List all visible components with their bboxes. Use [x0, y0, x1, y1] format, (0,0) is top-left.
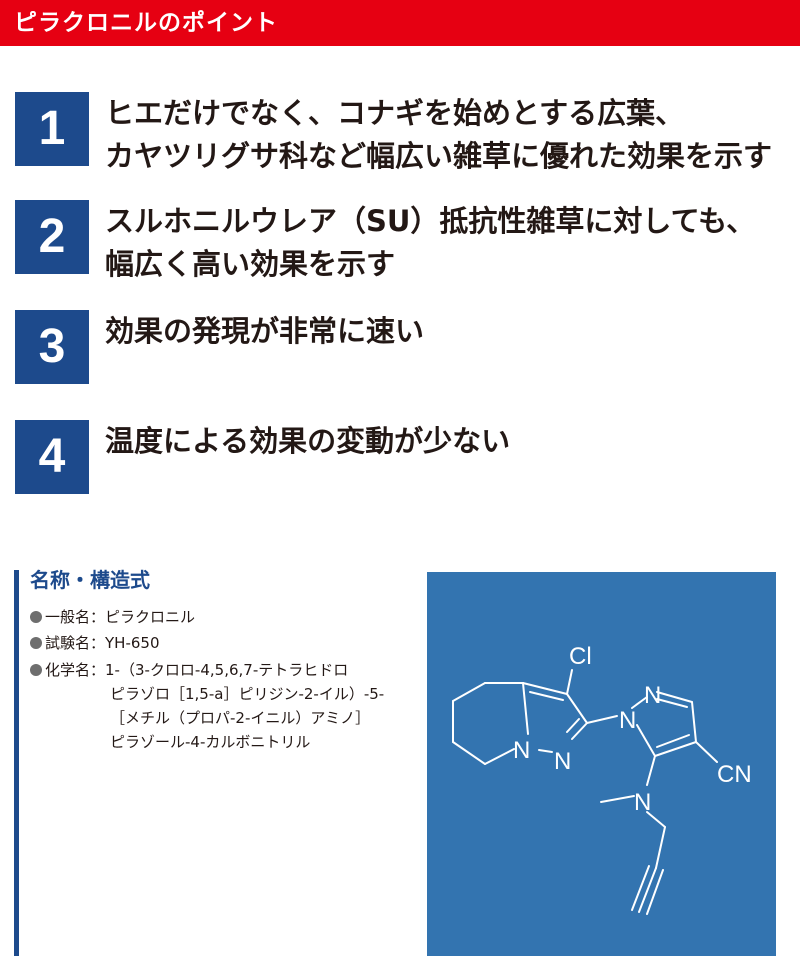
- atom-label-nitrogen: N: [619, 707, 636, 734]
- point-text: スルホニルウレア（SU）抵抗性雑草に対しても、 幅広く高い効果を示す: [105, 200, 795, 286]
- bullet-icon: [30, 611, 42, 623]
- chemical-name-line: ピラゾロ［1,5-a］ピリジン-2-イル）-5-: [110, 685, 385, 703]
- test-name-label: 試験名：: [45, 634, 106, 652]
- chemical-name-line: ピラゾール-4-カルボニトリル: [110, 733, 311, 751]
- point-number: 2: [15, 200, 89, 274]
- chemical-name-line: 1-（3-クロロ-4,5,6,7-テトラヒドロ: [105, 661, 349, 679]
- point-line: ヒエだけでなく、コナギを始めとする広葉、: [105, 96, 685, 130]
- chemical-name-row: 化学名：1-（3-クロロ-4,5,6,7-テトラヒドロ: [30, 659, 348, 681]
- atom-label-nitrogen: N: [634, 789, 651, 816]
- common-name-value: ピラクロニル: [105, 608, 196, 626]
- atom-label-chlorine: Cl: [569, 643, 592, 670]
- point-line: カヤツリグサ科など幅広い雑草に優れた効果を示す: [105, 139, 773, 173]
- bullet-icon: [30, 664, 42, 676]
- atom-label-nitrogen: N: [554, 748, 571, 775]
- section-title: 名称・構造式: [30, 568, 150, 592]
- atom-label-cyano: CN: [717, 761, 752, 788]
- bullet-icon: [30, 637, 42, 649]
- test-name-value: YH-650: [105, 634, 160, 652]
- point-line: スルホニルウレア（SU）抵抗性雑草に対しても、: [105, 204, 756, 238]
- test-name-row: 試験名：YH-650: [30, 632, 160, 654]
- structure-panel: Cl N N N N N CN: [427, 572, 776, 956]
- point-text: 温度による効果の変動が少ない: [105, 420, 795, 463]
- point-number: 3: [15, 310, 89, 384]
- point-line: 温度による効果の変動が少ない: [105, 424, 511, 458]
- point-text: 効果の発現が非常に速い: [105, 310, 795, 353]
- chemical-name-line: ［メチル（プロパ-2-イニル）アミノ］: [110, 709, 371, 727]
- section-rule: [14, 570, 19, 956]
- page-title: ピラクロニルのポイント: [14, 10, 278, 36]
- atom-label-nitrogen: N: [644, 682, 661, 709]
- point-number: 1: [15, 92, 89, 166]
- structural-formula: Cl N N N N N CN: [452, 643, 752, 915]
- point-number: 4: [15, 420, 89, 494]
- atom-label-nitrogen: N: [513, 737, 530, 764]
- chemical-name-label: 化学名：: [45, 661, 106, 679]
- common-name-row: 一般名：ピラクロニル: [30, 606, 195, 628]
- point-line: 幅広く高い効果を示す: [105, 247, 396, 281]
- common-name-label: 一般名：: [45, 608, 106, 626]
- point-line: 効果の発現が非常に速い: [105, 314, 425, 348]
- header-bar: ピラクロニルのポイント: [0, 0, 800, 46]
- point-text: ヒエだけでなく、コナギを始めとする広葉、 カヤツリグサ科など幅広い雑草に優れた効…: [105, 92, 795, 178]
